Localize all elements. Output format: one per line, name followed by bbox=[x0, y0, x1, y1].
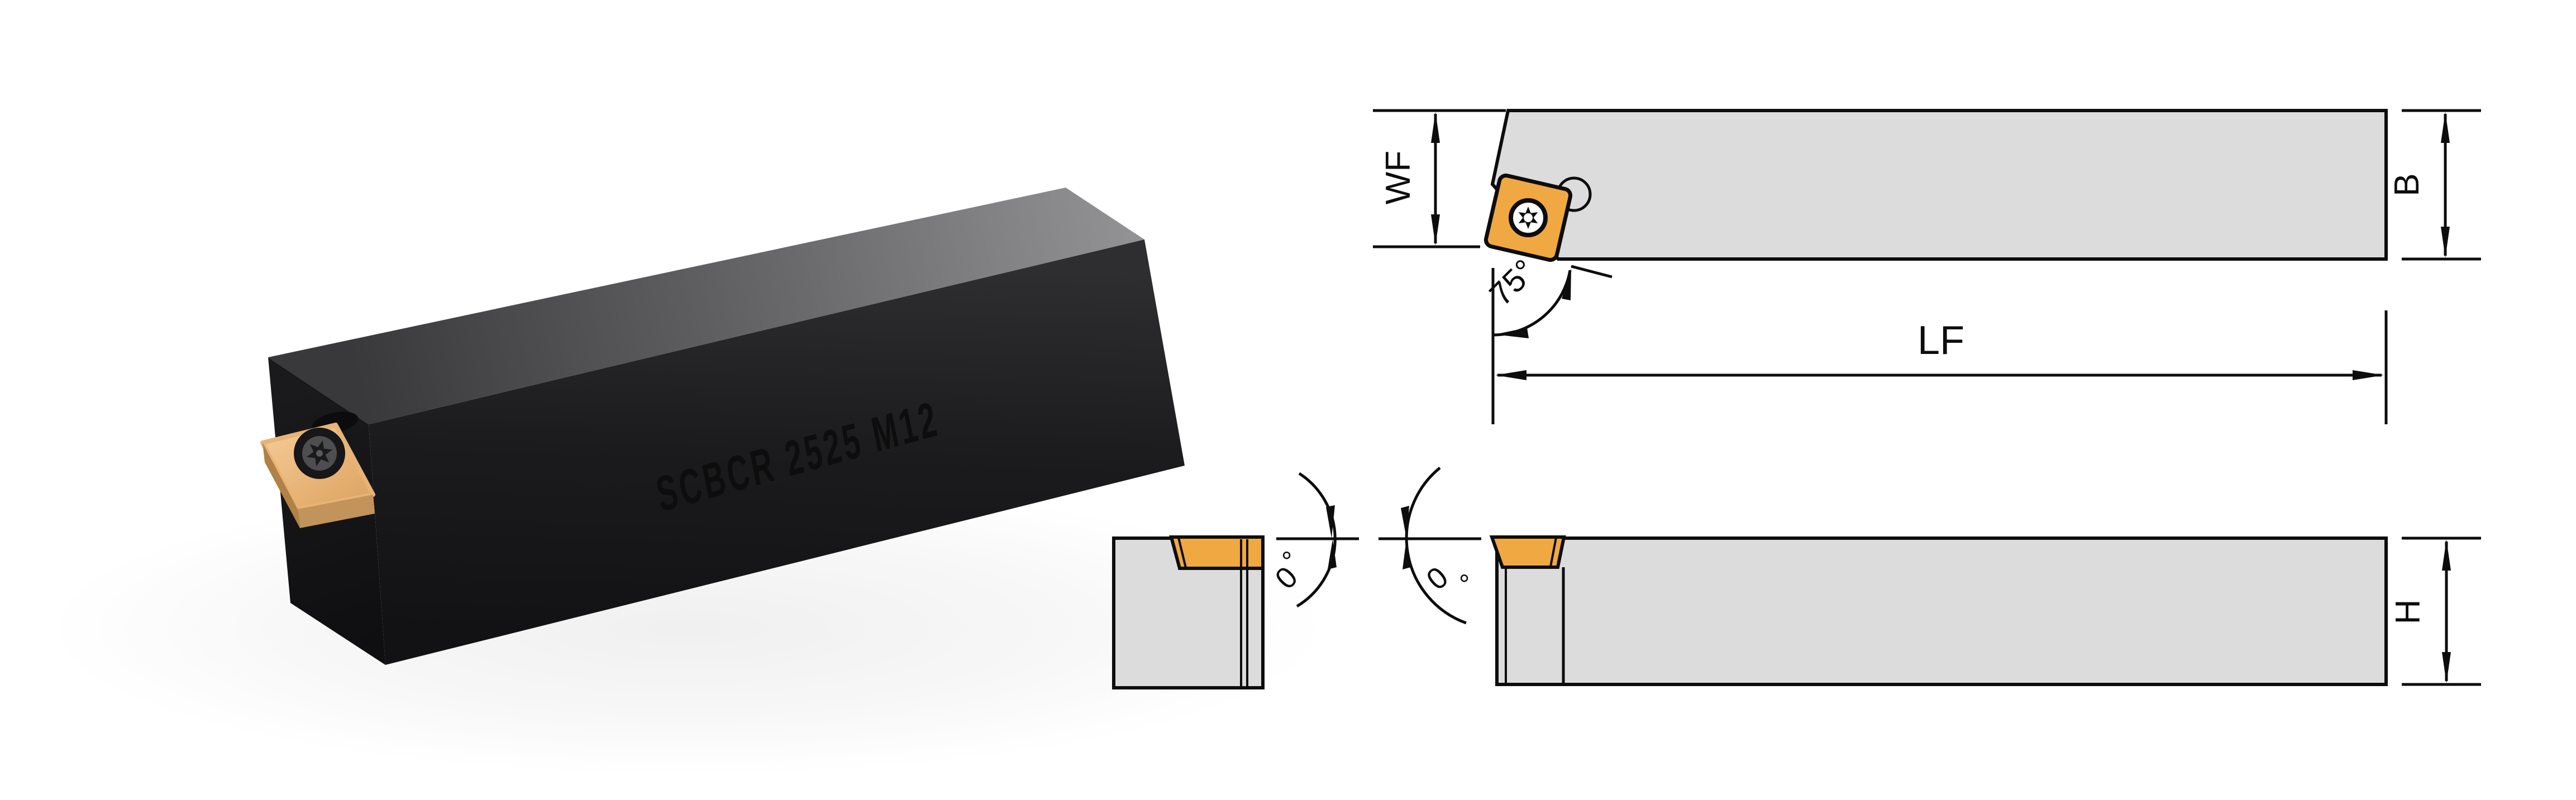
dimension-arrow bbox=[2442, 652, 2451, 683]
plan-body bbox=[1490, 109, 2388, 261]
plan-view: WF B LF 75° bbox=[1373, 109, 2481, 424]
lead-angle-annotation: 75° bbox=[1482, 252, 1613, 338]
b-label: B bbox=[2388, 173, 2426, 196]
angle-pinch-arrow bbox=[1328, 539, 1337, 569]
side-insert-inner-edge bbox=[1549, 537, 1557, 567]
dimension-arrow bbox=[2353, 370, 2384, 380]
dimension-arrow bbox=[1495, 328, 1529, 338]
side-body bbox=[1495, 536, 2388, 686]
holder-front-face bbox=[369, 239, 1185, 665]
side-angle-arc bbox=[1405, 467, 1467, 625]
end-angle-degree: ° bbox=[1281, 547, 1292, 577]
lead-angle-reference-line bbox=[1571, 265, 1613, 279]
product-render: SCBCR 2525 M12 bbox=[45, 188, 1329, 776]
torx-screw-3d bbox=[294, 428, 345, 479]
end-angle-arc bbox=[1296, 472, 1337, 608]
dimension-arrow bbox=[2442, 539, 2451, 571]
plan-torx-screw bbox=[1509, 198, 1548, 237]
side-view: 0 ° H bbox=[1378, 467, 2481, 686]
dimension-arrow bbox=[2441, 112, 2450, 143]
side-zero-angle-annotation: 0 ° bbox=[1378, 467, 1481, 625]
end-insert-inner-edge bbox=[1177, 537, 1187, 568]
angle-pinch-arrow bbox=[1326, 505, 1335, 538]
side-angle-degree: ° bbox=[1459, 570, 1470, 600]
screw-center-dot bbox=[316, 450, 323, 457]
wf-label: WF bbox=[1379, 151, 1418, 204]
dimension-arrow bbox=[1431, 214, 1440, 246]
dimension-arrow bbox=[2441, 227, 2450, 258]
side-insert bbox=[1489, 535, 1566, 569]
h-label: H bbox=[2389, 600, 2427, 625]
angle-pinch-arrow bbox=[1403, 539, 1411, 569]
insert-side-face-front bbox=[298, 495, 375, 528]
holder-top-face bbox=[268, 188, 1144, 424]
dimension-arrow bbox=[1562, 269, 1571, 300]
end-zero-angle-annotation: 0 ° bbox=[1268, 472, 1359, 608]
dimension-lf bbox=[1491, 268, 2388, 424]
dimension-arrow bbox=[1431, 112, 1440, 143]
plan-screw-core bbox=[1524, 213, 1533, 222]
insert-side-face-left bbox=[263, 443, 300, 528]
angle-pinch-arrow bbox=[1401, 506, 1409, 538]
lf-label: LF bbox=[1917, 318, 1964, 363]
lead-angle-label: 75° bbox=[1482, 252, 1543, 313]
end-view: 0 ° bbox=[1112, 472, 1359, 689]
dimension-arrow bbox=[1495, 370, 1526, 380]
